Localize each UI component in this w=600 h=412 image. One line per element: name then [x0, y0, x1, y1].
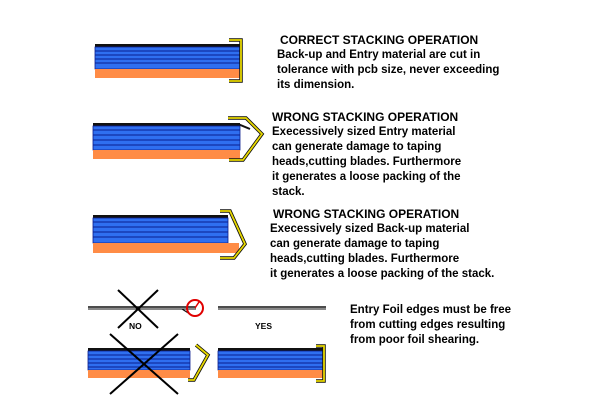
panel-text-line: Execessively sized Entry material: [272, 126, 456, 138]
backup-material-layer: [93, 243, 239, 253]
panel-text-line: its dimension.: [277, 79, 355, 91]
panel-foil: Entry Foil edges must be free from cutti…: [350, 303, 511, 348]
stack-yes: [217, 344, 326, 383]
stack-wrong-entry: [92, 116, 265, 162]
backup-material-layer: [95, 69, 241, 78]
backup-material-layer: [88, 370, 190, 378]
panel-text-line: it generates a loose packing of the stac…: [270, 268, 495, 280]
pcb-layers: [94, 46, 242, 70]
tape-outline: [188, 343, 211, 382]
panel-text-line: Execessively sized Back-up material: [270, 223, 470, 235]
panel-text-line: heads,cutting blades. Furthermore: [270, 253, 460, 265]
panel-text-line: heads,cutting blades. Furthermore: [272, 156, 462, 168]
entry-material-layer: [95, 44, 241, 47]
panel-heading: CORRECT STACKING OPERATION: [280, 33, 479, 47]
tape: [188, 344, 210, 381]
tape: [220, 210, 247, 259]
panel-text-line: from cutting edges resulting: [350, 319, 506, 331]
entry-material-layer: [93, 123, 240, 126]
panel-correct: CORRECT STACKING OPERATION Back-up and E…: [277, 33, 499, 93]
yes-label: YES: [255, 321, 273, 331]
panel-text-line: Entry Foil edges must be free: [350, 304, 512, 316]
tape: [229, 39, 242, 82]
foil-no: [88, 289, 204, 329]
stack-no: [87, 333, 211, 395]
tape: [228, 117, 264, 161]
panel-wrong-backup: WRONG STACKING OPERATION Execessively si…: [270, 207, 494, 282]
backup-material-layer: [93, 150, 240, 159]
stack-correct: [94, 38, 243, 83]
panel-text-line: can generate damage to taping: [272, 141, 442, 153]
panel-text-line: it generates a loose packing of the: [272, 171, 461, 183]
entry-material-overhang: [237, 123, 251, 130]
panel-wrong-entry: WRONG STACKING OPERATION Execessively si…: [272, 110, 461, 200]
panel-text-line: tolerance with pcb size, never exceeding: [277, 64, 500, 76]
foil-yes: [218, 306, 326, 310]
no-label: NO: [129, 321, 142, 331]
panel-text-line: Back-up and Entry material are cut in: [277, 49, 481, 61]
panel-heading: WRONG STACKING OPERATION: [273, 207, 460, 221]
panel-text-line: from poor foil shearing.: [350, 334, 480, 346]
defect-marker-icon: [186, 299, 204, 317]
panel-text-line: can generate damage to taping: [270, 238, 440, 250]
stack-wrong-backup: [92, 209, 248, 260]
panel-text-line: stack.: [272, 186, 305, 198]
panel-heading: WRONG STACKING OPERATION: [272, 110, 459, 124]
backup-material-layer: [218, 370, 324, 378]
tape: [316, 345, 325, 382]
entry-material-layer: [93, 215, 228, 218]
